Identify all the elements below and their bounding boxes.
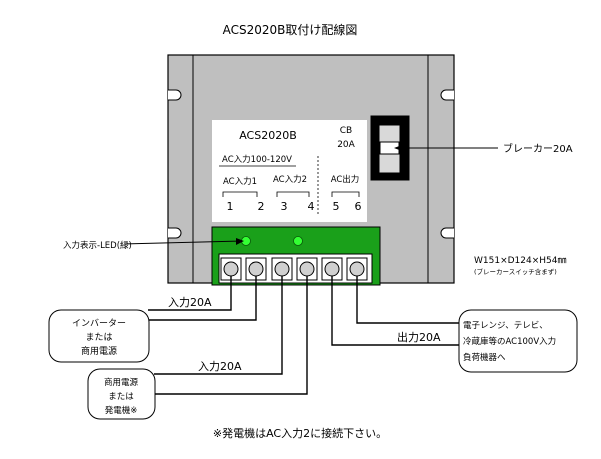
cb-rating-label: 20A bbox=[337, 140, 355, 150]
dimensions-note: (ブレーカースイッチ含まず) bbox=[474, 267, 557, 276]
wires bbox=[148, 276, 460, 395]
source1-box: インバーター または 商用電源 bbox=[48, 309, 150, 363]
ac-input1-label: AC入力1 bbox=[223, 176, 257, 187]
breaker-callout: ブレーカー20A bbox=[503, 142, 573, 155]
mounting-slot-bottom-right bbox=[440, 227, 454, 239]
label-panel: ACS2020B CB 20A AC入力100-120V AC入力1 AC入力2… bbox=[212, 120, 367, 222]
terminal-screw-1 bbox=[220, 257, 242, 281]
ac-input2-label: AC入力2 bbox=[273, 174, 307, 185]
terminal-board bbox=[211, 226, 381, 286]
terminal-number-1: 1 bbox=[227, 200, 234, 213]
terminal-number-2: 2 bbox=[258, 200, 265, 213]
wire-input2-b bbox=[154, 276, 308, 395]
mounting-slot-top-right bbox=[440, 89, 454, 101]
wire-input1-a bbox=[148, 276, 232, 311]
diagram-title: ACS2020B取付け配線図 bbox=[223, 22, 358, 37]
wire-input1-b bbox=[148, 276, 257, 321]
terminal-screw-6 bbox=[346, 257, 368, 281]
load-line2: 冷蔵庫等のAC100V入力 bbox=[463, 336, 556, 347]
source2-box: 商用電源 または 発電機※ bbox=[87, 368, 156, 420]
ac-input-range-label: AC入力100-120V bbox=[222, 154, 292, 165]
source1-line1: インバーター bbox=[72, 318, 126, 329]
load-line1: 電子レンジ、テレビ、 bbox=[463, 321, 548, 331]
load-line3: 負荷機器へ bbox=[463, 352, 506, 363]
wire-output-b bbox=[356, 276, 460, 324]
led-input2 bbox=[293, 236, 303, 246]
mounting-slot-bottom-left bbox=[168, 227, 182, 239]
wire-output-a bbox=[331, 276, 460, 346]
terminal-screw-2 bbox=[245, 257, 267, 281]
wire-input2-label: 入力20A bbox=[198, 360, 242, 373]
terminal-screw-3 bbox=[271, 257, 293, 281]
footnote: ※発電機はAC入力2に接続下さい。 bbox=[213, 426, 387, 440]
wire-output-label: 出力20A bbox=[397, 330, 441, 344]
dimensions-label: W151×D124×H54㎜ bbox=[474, 256, 567, 266]
model-label: ACS2020B bbox=[239, 129, 297, 142]
led-callout: 入力表示-LED(緑) bbox=[63, 240, 132, 251]
ac-output-label: AC出力 bbox=[331, 174, 360, 185]
load-box: 電子レンジ、テレビ、 冷蔵庫等のAC100V入力 負荷機器へ bbox=[458, 309, 578, 373]
source2-line2: または bbox=[108, 392, 134, 402]
source1-line2: または bbox=[85, 332, 112, 343]
mounting-slot-top-left bbox=[168, 89, 182, 101]
cb-label: CB bbox=[340, 126, 352, 136]
wire-input2-a bbox=[154, 276, 283, 375]
source2-line3: 発電機※ bbox=[105, 405, 138, 416]
wire-input1-label: 入力20A bbox=[168, 296, 212, 309]
terminal-number-3: 3 bbox=[281, 200, 288, 213]
terminal-number-5: 5 bbox=[333, 200, 340, 213]
terminal-screw-4 bbox=[296, 257, 318, 281]
terminal-number-6: 6 bbox=[355, 200, 362, 213]
terminal-screw-5 bbox=[321, 257, 343, 281]
source2-line1: 商用電源 bbox=[104, 377, 139, 388]
terminal-number-4: 4 bbox=[308, 200, 315, 213]
source1-line3: 商用電源 bbox=[81, 345, 117, 357]
